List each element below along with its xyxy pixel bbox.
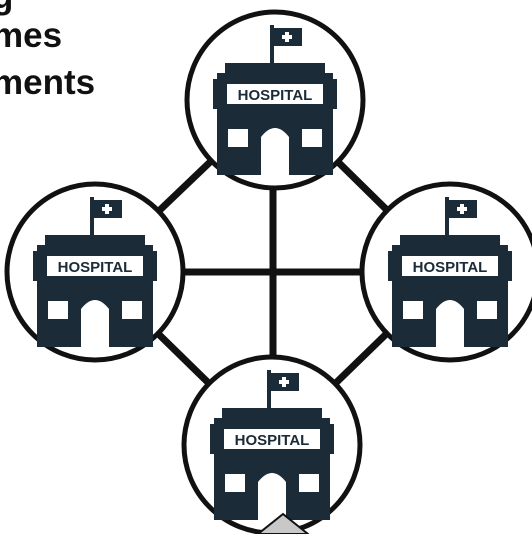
nodes: HOSPITAL HOSPITAL HOSPITAL HOSPITAL [4, 9, 532, 534]
window-left [403, 301, 423, 319]
hospital-sign-label: HOSPITAL [58, 259, 133, 276]
door [436, 300, 464, 347]
door [261, 128, 289, 175]
hospital-node-top: HOSPITAL [184, 9, 366, 191]
window-right [299, 474, 319, 492]
header-line-1: g [0, 0, 13, 16]
hospital-icon: HOSPITAL [213, 25, 337, 175]
header-line-2: mes [0, 16, 63, 55]
window-left [228, 129, 248, 147]
hospital-node-bottom: HOSPITAL [181, 354, 363, 534]
hospital-icon: HOSPITAL [33, 197, 157, 347]
door [81, 300, 109, 347]
hospital-icon: HOSPITAL [210, 370, 334, 520]
header-line-3: ments [0, 63, 96, 102]
window-right [302, 129, 322, 147]
hospital-node-right: HOSPITAL [359, 181, 532, 363]
hospital-sign-label: HOSPITAL [238, 87, 313, 104]
window-right [477, 301, 497, 319]
window-left [48, 301, 68, 319]
window-right [122, 301, 142, 319]
hospital-sign-label: HOSPITAL [235, 432, 310, 449]
mouse-pointer-icon [256, 512, 310, 534]
window-left [225, 474, 245, 492]
hospital-sign-label: HOSPITAL [413, 259, 488, 276]
hospital-node-left: HOSPITAL [4, 181, 186, 363]
hospital-icon: HOSPITAL [388, 197, 512, 347]
door [258, 473, 286, 520]
